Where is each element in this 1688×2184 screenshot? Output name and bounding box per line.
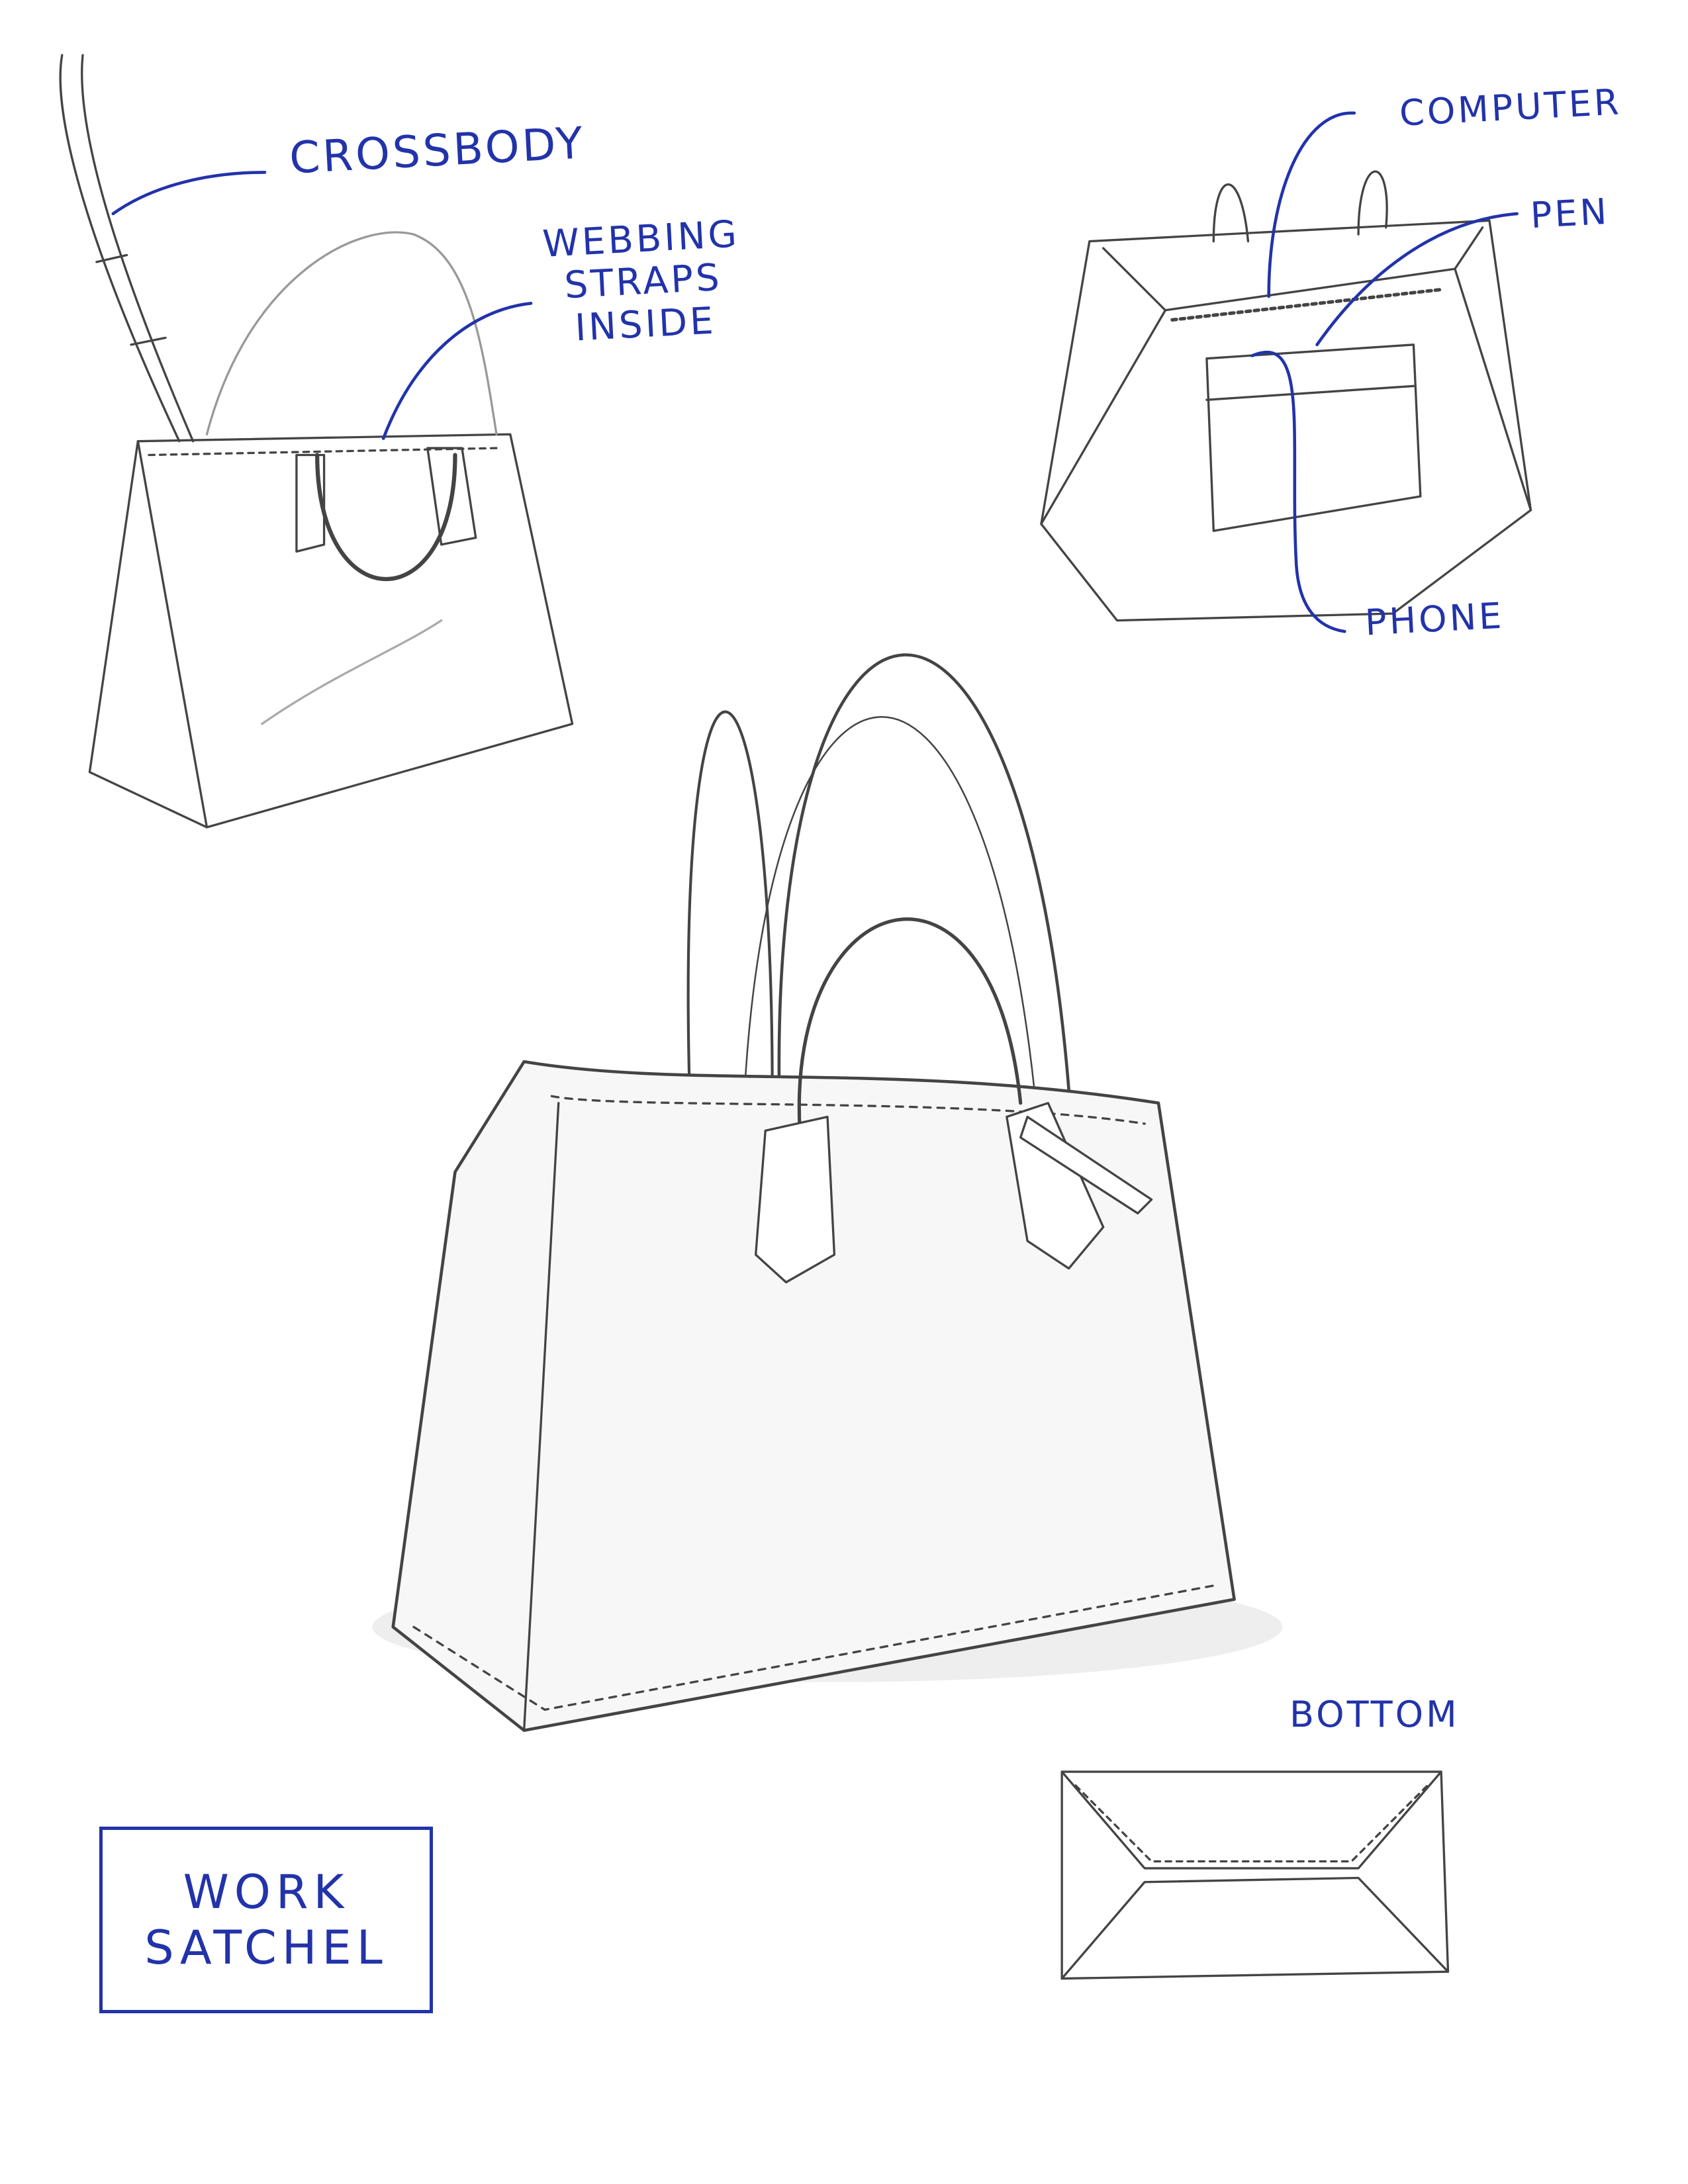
label-phone: PHONE — [1364, 594, 1505, 644]
bottom-view-sketch — [1060, 1770, 1450, 1980]
main-satchel-sketch — [372, 653, 1283, 1732]
title-line2: SATCHEL — [144, 1921, 388, 1975]
title-line1: WORK — [183, 1865, 350, 1919]
label-webbing-straps-inside: WEBBING STRAPS INSIDE — [541, 212, 745, 351]
label-pen: PEN — [1529, 190, 1611, 237]
interior-bag-sketch — [1040, 170, 1532, 622]
label-bottom: BOTTOM — [1289, 1694, 1460, 1735]
annotation-leaders — [111, 111, 1519, 633]
crossbody-bag-sketch — [59, 54, 574, 829]
title-box: WORK SATCHEL — [99, 1827, 433, 2013]
